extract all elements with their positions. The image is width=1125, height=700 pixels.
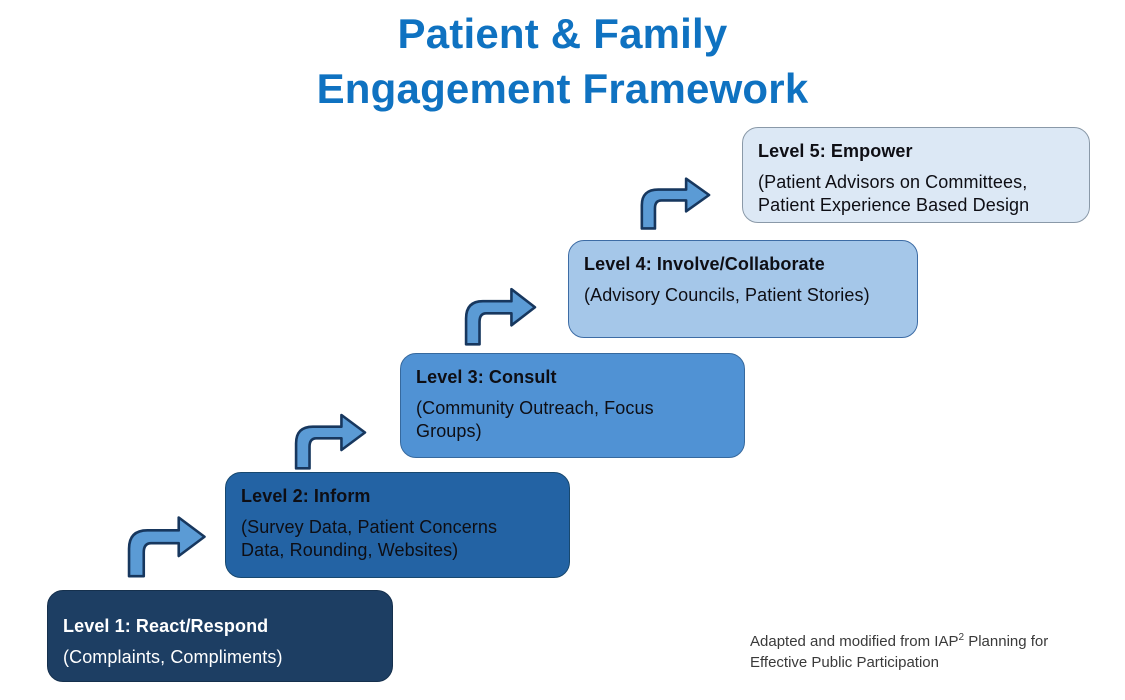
level-2-heading: Level 2: Inform <box>241 486 371 506</box>
level-1-box: Level 1: React/Respond (Complaints, Comp… <box>47 590 393 682</box>
level-1-detail: (Complaints, Compliments) <box>63 647 283 667</box>
level-5-box: Level 5: Empower (Patient Advisors on Co… <box>742 127 1090 223</box>
attribution-text-prefix: Adapted and modified from IAP <box>750 633 959 650</box>
page-title-line-1: Patient & Family <box>397 10 728 57</box>
level-1-heading: Level 1: React/Respond <box>63 616 269 636</box>
bent-up-arrow-icon <box>632 174 714 230</box>
level-3-box: Level 3: Consult (Community Outreach, Fo… <box>400 353 745 458</box>
bent-up-arrow-icon <box>118 512 210 578</box>
attribution-note: Adapted and modified from IAP2 Planning … <box>750 631 1060 674</box>
level-5-heading: Level 5: Empower <box>758 141 913 161</box>
level-5-detail: (Patient Advisors on Committees, Patient… <box>758 172 1030 216</box>
level-3-detail: (Community Outreach, Focus Groups) <box>416 398 654 442</box>
page-title: Patient & Family Engagement Framework <box>0 6 1125 117</box>
level-4-heading: Level 4: Involve/Collaborate <box>584 254 825 274</box>
level-2-box: Level 2: Inform (Survey Data, Patient Co… <box>225 472 570 578</box>
level-4-detail: (Advisory Councils, Patient Stories) <box>584 285 870 305</box>
level-3-heading: Level 3: Consult <box>416 367 557 387</box>
attribution-text-suffix: Planning for Effective Public Participat… <box>750 633 1049 672</box>
bent-up-arrow-icon <box>286 410 370 470</box>
page-title-line-2: Engagement Framework <box>316 65 809 113</box>
superscript-2: 2 <box>958 632 965 643</box>
level-4-box: Level 4: Involve/Collaborate (Advisory C… <box>568 240 918 338</box>
bent-up-arrow-icon <box>456 284 540 346</box>
level-2-detail: (Survey Data, Patient Concerns Data, Rou… <box>241 517 498 561</box>
